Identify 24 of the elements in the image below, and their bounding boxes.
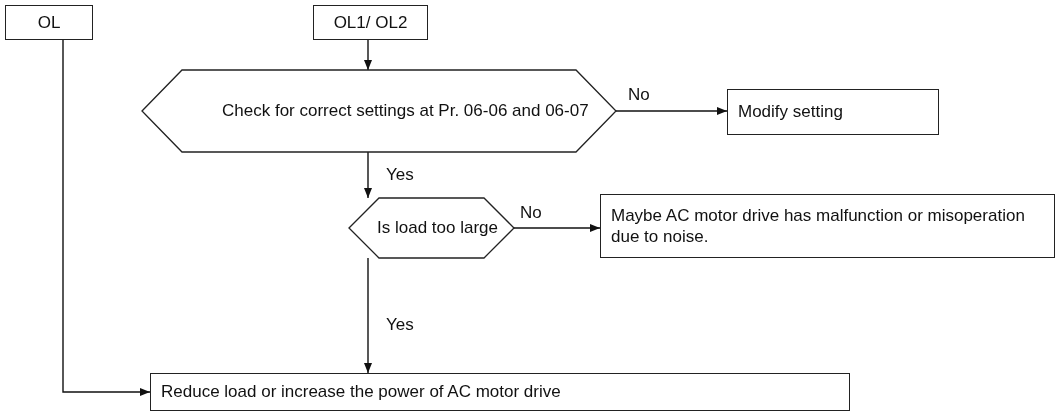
arrow xyxy=(364,151,372,199)
process-box xyxy=(600,194,1055,258)
node-text: Is load too large xyxy=(377,217,498,239)
arrow xyxy=(615,107,728,115)
node-text: Maybe AC motor drive has malfunction or misoperation due to noise. xyxy=(611,204,1026,248)
node-text: OL xyxy=(37,11,61,34)
arrow xyxy=(364,257,372,374)
arrow xyxy=(62,39,151,396)
node-text: Reduce load or increase the power of AC motor drive xyxy=(161,381,561,403)
process-box xyxy=(5,5,93,40)
process-box xyxy=(313,5,428,40)
decision-hexagon xyxy=(349,198,514,258)
edge-label: No xyxy=(628,86,650,103)
node-text: OL1/ OL2 xyxy=(333,11,408,34)
edge-label: No xyxy=(520,204,542,221)
edge-label: Yes xyxy=(386,166,414,183)
decision-hexagon xyxy=(142,70,616,152)
arrow xyxy=(364,39,372,71)
edge-label: Yes xyxy=(386,316,414,333)
process-box xyxy=(150,373,850,411)
node-text: Modify setting xyxy=(738,101,843,123)
process-box xyxy=(727,89,939,135)
arrow xyxy=(513,224,601,232)
node-text: Check for correct settings at Pr. 06-06 and 06-07 xyxy=(222,100,589,122)
